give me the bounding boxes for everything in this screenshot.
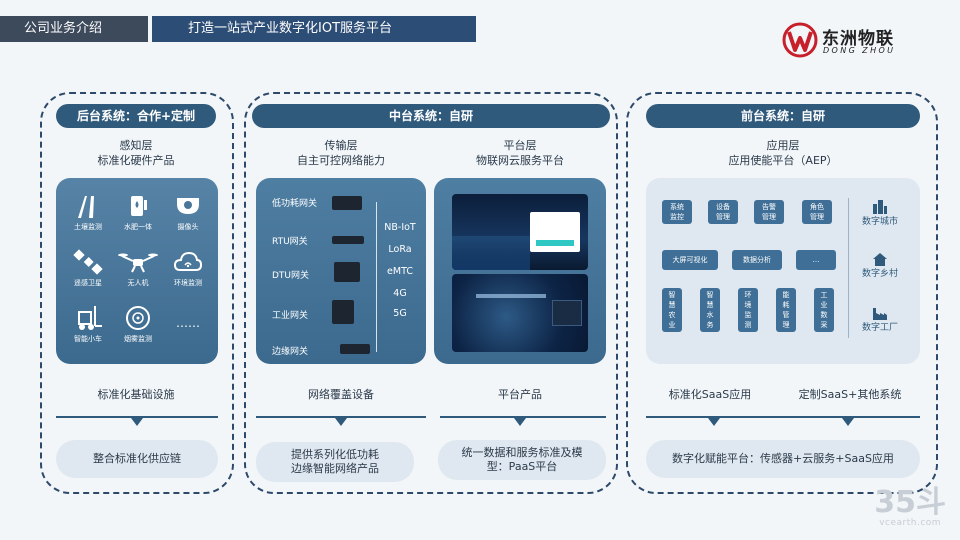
network-product-pill: 提供系列化低功耗 边缘智能网络产品	[256, 442, 414, 482]
infrastructure-label: 标准化基础设施	[56, 386, 216, 402]
protocol-divider	[376, 202, 377, 352]
aep-panel: 系统 监控 设备 管理 告警 管理 角色 管理 大屏可视化 数据分析 … 智 慧…	[646, 178, 920, 364]
smoke-monitor-item: 烟雾监测	[112, 304, 164, 356]
environment-monitor-item: 环境监测	[162, 248, 214, 300]
app-tile-alarm-management: 告警 管理	[754, 200, 784, 224]
gateway-label-edge: 边缘网关	[272, 344, 308, 357]
backend-header: 后台系统：合作+定制	[56, 104, 216, 128]
city-skyline	[452, 236, 530, 270]
gateway-label-dtu: DTU网关	[272, 268, 309, 281]
platform-panel	[434, 178, 606, 364]
watermark-url: vcearth.com	[874, 518, 946, 528]
app-tile-big-screen: 大屏可视化	[662, 250, 718, 270]
right-arrow-right-icon	[842, 418, 854, 426]
more-item: ……	[162, 316, 214, 368]
transport-arrow-icon	[335, 418, 347, 426]
network-device-label: 网络覆盖设备	[256, 386, 426, 402]
soil-monitor-icon	[73, 192, 103, 220]
section-tab: 公司业务介绍	[0, 16, 148, 42]
platform-screenshot-dashboard	[452, 274, 588, 352]
protocol-nbiot: NB-IoT	[380, 222, 420, 233]
protocol-lora: LoRa	[380, 244, 420, 255]
app-tile-device-management: 设备 管理	[708, 200, 738, 224]
right-divider	[646, 416, 920, 418]
platform-screenshot-login	[452, 194, 588, 270]
app-tile-environment-monitor: 环 境 监 测	[738, 288, 758, 332]
logo-text-en: DONG ZHOU	[823, 46, 895, 55]
app-tile-system-monitor: 系统 监控	[662, 200, 692, 224]
left-arrow-icon	[131, 418, 143, 426]
gateway-label-industrial: 工业网关	[272, 308, 308, 321]
watermark-logo-text: 35斗	[874, 488, 946, 518]
dashboard-title-bar	[476, 294, 546, 298]
login-button	[536, 240, 574, 246]
app-tile-data-analysis: 数据分析	[732, 250, 782, 270]
platform-layer-title: 平台层 物联网云服务平台	[434, 138, 606, 168]
protocol-emtc: eMTC	[380, 266, 420, 277]
edge-gateway-device	[340, 344, 370, 354]
company-logo: 东洲物联 DONG ZHOU	[782, 22, 932, 62]
lowpower-gateway-device	[332, 196, 362, 210]
forklift-icon	[73, 304, 103, 332]
digital-village-label: 数字乡村	[854, 266, 906, 279]
middle-header: 中台系统：自研	[252, 104, 610, 128]
camera-icon	[173, 192, 203, 220]
rtu-gateway-device	[332, 236, 364, 244]
logo-icon	[782, 22, 818, 58]
hardware-panel: 土壤监测 水肥一体 摄像头 遥感卫星 无人机 环境监测 智能小车 烟雾监测 ……	[56, 178, 218, 364]
soil-monitor-item: 土壤监测	[62, 192, 114, 244]
digital-factory-label: 数字工厂	[854, 320, 906, 333]
frontend-header: 前台系统：自研	[646, 104, 920, 128]
app-tile-smart-water: 智 慧 水 务	[700, 288, 720, 332]
satellite-item: 遥感卫星	[62, 248, 114, 300]
side-divider	[848, 198, 849, 338]
drone-item: 无人机	[112, 248, 164, 300]
digital-empower-pill: 数字化赋能平台：传感器+云服务+SaaS应用	[646, 440, 920, 478]
app-tile-role-management: 角色 管理	[802, 200, 832, 224]
dtu-gateway-device	[334, 262, 360, 282]
paas-platform-pill: 统一数据和服务标准及模 型：PaaS平台	[438, 440, 606, 480]
app-tile-more: …	[796, 250, 836, 270]
custom-saas-label: 定制SaaS+其他系统	[780, 386, 920, 402]
satellite-icon	[73, 248, 103, 276]
digital-city-label: 数字城市	[854, 214, 906, 227]
right-arrow-left-icon	[708, 418, 720, 426]
supply-chain-pill: 整合标准化供应链	[56, 440, 218, 478]
perception-layer-title: 感知层 标准化硬件产品	[56, 138, 216, 168]
application-layer-title: 应用层 应用使能平台（AEP）	[646, 138, 920, 168]
app-tile-energy-management: 能 耗 管 理	[776, 288, 796, 332]
industrial-gateway-device	[332, 300, 354, 324]
app-tile-smart-agriculture: 智 慧 农 业	[662, 288, 682, 332]
gateway-label-rtu: RTU网关	[272, 234, 308, 247]
standard-saas-label: 标准化SaaS应用	[650, 386, 770, 402]
village-icon	[872, 252, 888, 266]
platform-arrow-icon	[514, 418, 526, 426]
page-title: 打造一站式产业数字化IOT服务平台	[152, 16, 476, 42]
factory-icon	[872, 306, 888, 320]
drone-icon	[118, 248, 158, 276]
city-icon	[872, 198, 888, 214]
camera-item: 摄像头	[162, 192, 214, 244]
cloud-signal-icon	[173, 248, 203, 276]
app-tile-industrial-collection: 工 业 数 采	[814, 288, 834, 332]
dashboard-panel	[552, 300, 582, 326]
water-fertilizer-icon	[123, 192, 153, 220]
watermark: 35斗 vcearth.com	[874, 488, 946, 528]
transport-layer-title: 传输层 自主可控网络能力	[256, 138, 426, 168]
smoke-detector-icon	[123, 304, 153, 332]
smart-cart-item: 智能小车	[62, 304, 114, 356]
platform-product-label: 平台产品	[434, 386, 606, 402]
fertigation-item: 水肥一体	[112, 192, 164, 244]
protocol-4g: 4G	[380, 288, 420, 299]
protocol-5g: 5G	[380, 308, 420, 319]
login-card	[530, 212, 580, 252]
gateway-panel: 低功耗网关 RTU网关 DTU网关 工业网关 边缘网关 NB-IoT LoRa …	[256, 178, 426, 364]
gateway-label-lowpower: 低功耗网关	[272, 196, 317, 209]
